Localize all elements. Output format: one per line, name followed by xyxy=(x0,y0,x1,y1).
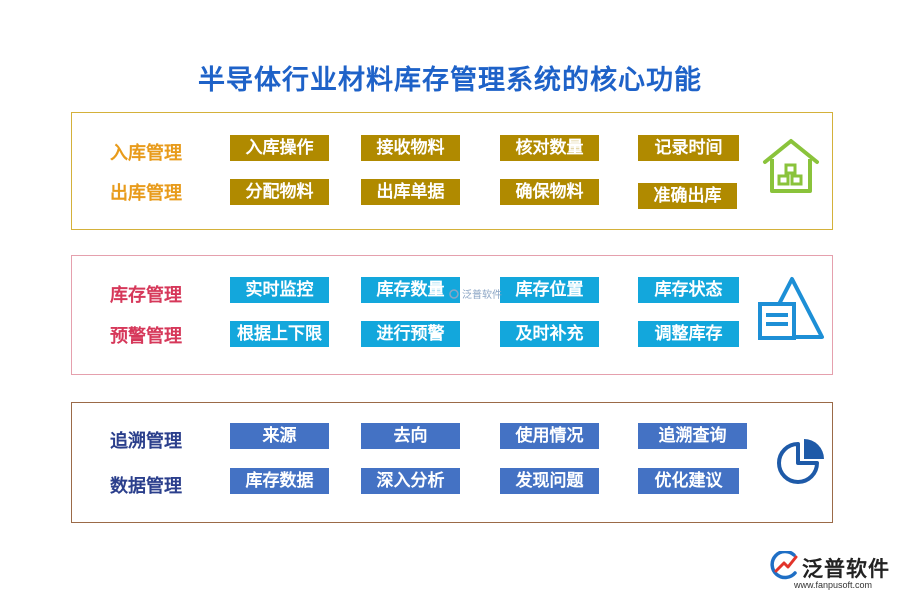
tag-record-time: 记录时间 xyxy=(638,135,739,161)
tag-accurate-outbound: 准确出库 xyxy=(638,183,737,209)
tag-destination: 去向 xyxy=(361,423,460,449)
watermark-text: 泛普软件 xyxy=(462,290,502,301)
tag-inbound-operation: 入库操作 xyxy=(230,135,329,161)
tag-stock-location: 库存位置 xyxy=(500,277,599,303)
tag-issue-alert: 进行预警 xyxy=(361,321,460,347)
tag-optimize-suggest: 优化建议 xyxy=(638,468,739,494)
section-trace-data: 追溯管理 数据管理 来源 去向 使用情况 追溯查询 库存数据 深入分析 发现问题… xyxy=(71,402,833,523)
tag-stock-data: 库存数据 xyxy=(230,468,329,494)
tag-stock-quantity: 库存数量 xyxy=(361,277,460,303)
row-label-data: 数据管理 xyxy=(110,476,182,497)
warehouse-icon xyxy=(763,139,819,193)
tag-realtime-monitor: 实时监控 xyxy=(230,277,329,303)
watermark: 泛普软件 xyxy=(449,286,502,301)
tag-find-problems: 发现问题 xyxy=(500,468,599,494)
tag-check-quantity: 核对数量 xyxy=(500,135,599,161)
tag-timely-replenish: 及时补充 xyxy=(500,321,599,347)
row-label-alert: 预警管理 xyxy=(110,326,182,347)
row-label-outbound: 出库管理 xyxy=(110,183,182,204)
pie-chart-icon xyxy=(777,439,824,484)
row-label-inventory: 库存管理 xyxy=(110,285,182,306)
tag-receive-material: 接收物料 xyxy=(361,135,460,161)
tag-stock-status: 库存状态 xyxy=(638,277,739,303)
tag-outbound-document: 出库单据 xyxy=(361,179,460,205)
row-label-trace: 追溯管理 xyxy=(110,431,182,452)
brand-url: www.fanpusoft.com xyxy=(794,580,873,590)
tag-deep-analysis: 深入分析 xyxy=(361,468,460,494)
tag-by-limits: 根据上下限 xyxy=(230,321,329,347)
tag-adjust-stock: 调整库存 xyxy=(638,321,739,347)
diagram-title: 半导体行业材料库存管理系统的核心功能 xyxy=(198,65,702,96)
brand-logo: 泛普软件 www.fanpusoft.com xyxy=(766,549,894,595)
section-inbound-outbound: 入库管理 出库管理 入库操作 接收物料 核对数量 记录时间 分配物料 出库单据 … xyxy=(71,112,833,230)
tag-usage: 使用情况 xyxy=(500,423,599,449)
tag-ensure-material: 确保物料 xyxy=(500,179,599,205)
tag-trace-query: 追溯查询 xyxy=(638,423,747,449)
tag-source: 来源 xyxy=(230,423,329,449)
row-label-inbound: 入库管理 xyxy=(110,143,182,164)
fanpu-logo-icon xyxy=(770,551,798,580)
tag-allocate-material: 分配物料 xyxy=(230,179,329,205)
pyramid-layers-icon xyxy=(758,277,824,340)
section-inventory-alert: 库存管理 预警管理 实时监控 库存数量 库存位置 库存状态 根据上下限 进行预警… xyxy=(71,255,833,375)
brand-name: 泛普软件 xyxy=(802,557,890,581)
watermark-logo-icon xyxy=(449,288,459,299)
